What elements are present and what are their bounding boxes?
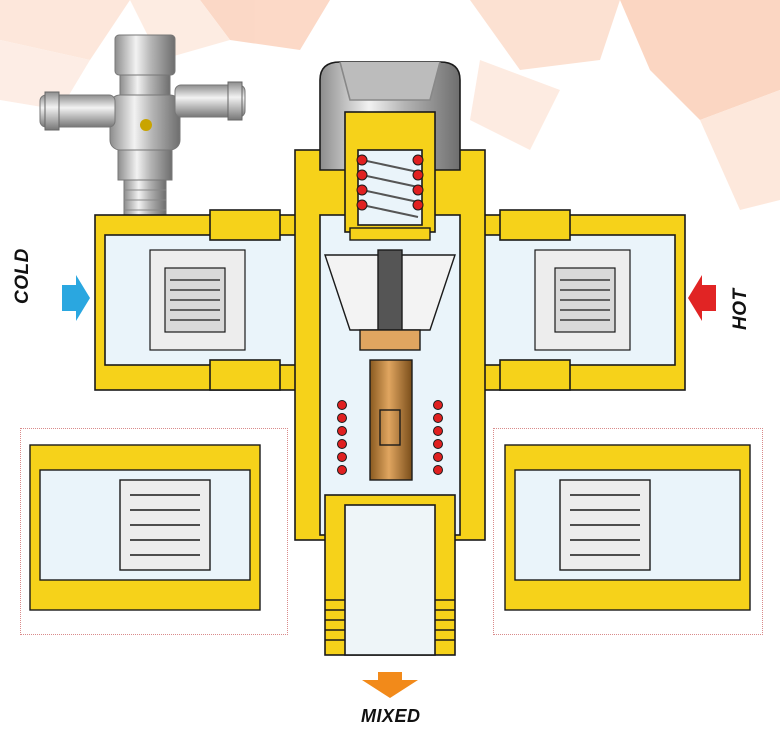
thermostatic-element [324,227,456,481]
spring-top [356,154,424,218]
cold-arrow-icon [62,275,90,321]
mixed-label: MIXED [361,706,421,726]
detail-check-valve-right [504,444,751,611]
spring-bottom [337,400,443,475]
hot-label: HOT [730,288,751,330]
mixed-arrow-icon [362,672,418,698]
hot-arrow-icon [688,275,716,321]
detail-frame-right [493,428,763,635]
background-pattern [0,0,780,210]
check-valve-hot [534,249,631,351]
cold-label: COLD [12,248,33,304]
detail-frame-left [20,428,288,635]
detail-check-valve-left [29,444,261,611]
check-valve-cold [149,249,246,351]
